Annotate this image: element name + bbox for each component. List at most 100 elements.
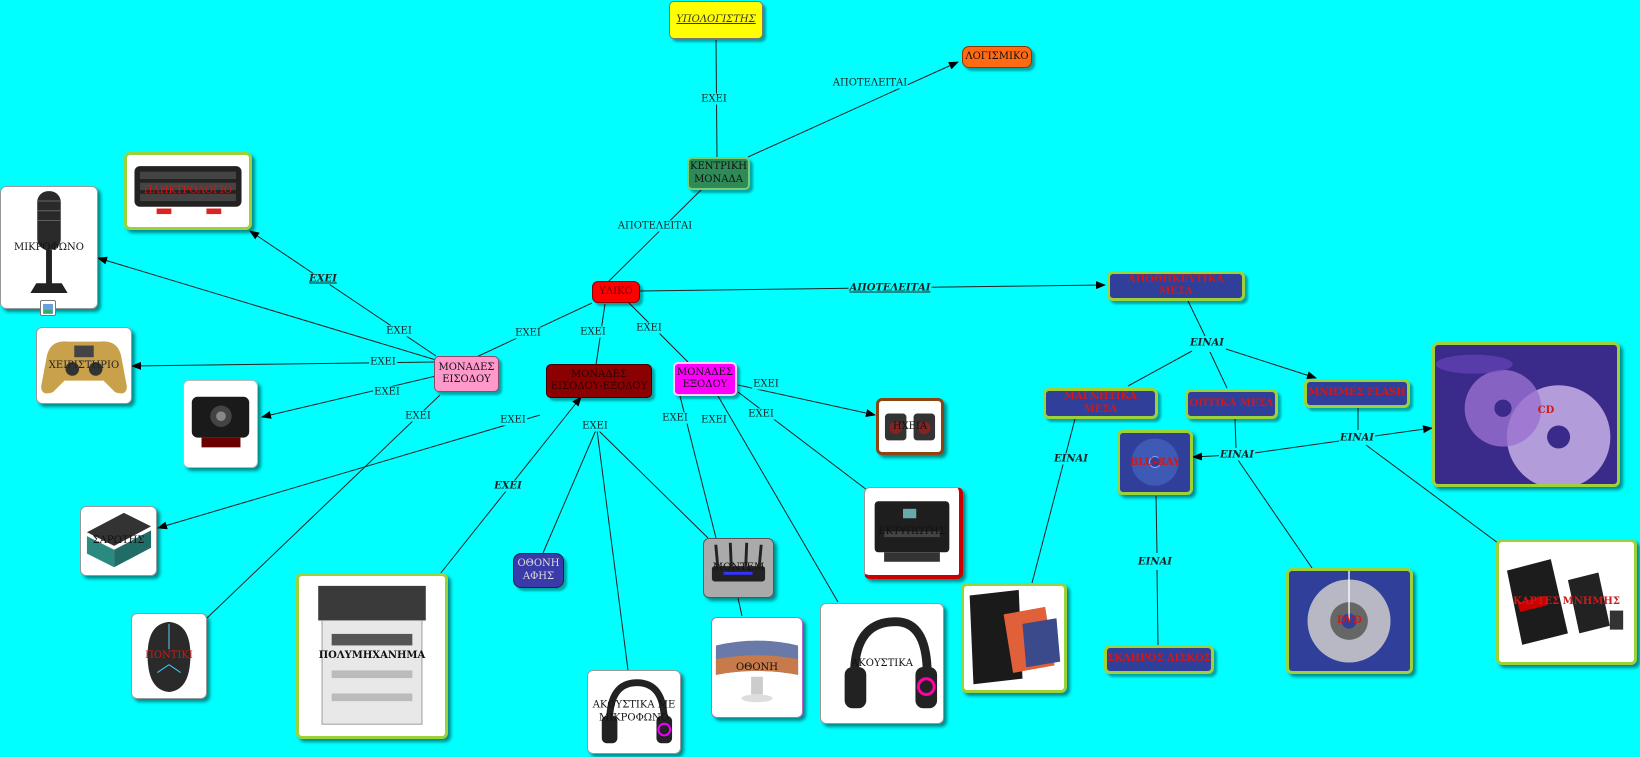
floppy-disk-icon [969,589,1061,685]
image-node-cd[interactable]: CD [1432,342,1620,487]
headset-icon [601,679,673,744]
node-touch-screen-label: ΟΘΟΝΗ ΑΦΗΣ [517,558,560,582]
image-node-dvd[interactable]: DVD [1286,568,1413,674]
image-node-monitor[interactable]: ΟΘΟΝΗ [711,617,803,718]
node-touch-screen[interactable]: ΟΘΟΝΗ ΑΦΗΣ [513,553,564,588]
edge-output-speakers [737,384,876,417]
bluray-disc-icon [1131,438,1179,486]
link-label-has: ΕΧΕΙ [369,356,397,368]
edge-optical-is [1234,418,1237,449]
edge-io-touchscreen [542,429,597,554]
image-node-speakers[interactable]: ΗΧΕΙΑ [876,398,944,455]
edge-bluray-harddisk [1156,569,1159,646]
image-node-headphones[interactable]: ΑΚΟΥΣΤΙΚΑ [820,603,944,724]
edge-is-optical [1209,351,1228,389]
link-label-is: ΕΙΝΑΙ [1137,556,1173,568]
printer-icon [874,501,950,562]
link-label-has: ΕΧΕΙ [700,414,728,426]
node-magnetic-media[interactable]: ΜΑΓΝΗΤΙΚΑ ΜΕΣΑ [1043,388,1158,419]
edge-input-microphone [97,256,437,361]
image-node-bluray[interactable]: BLU-RAY [1117,430,1193,495]
node-flash-memory-label: ΜΝΗΜΕΣ FLASH [1308,387,1406,399]
edge-storage-is [1187,300,1206,337]
edge-central-hardware [607,187,704,283]
image-node-headset-mic[interactable]: ΑΚΟΥΣΤΙΚΑ ΜΕ ΜΙΚΡΟΦΩΝΟ [587,670,681,754]
node-storage-media[interactable]: ΑΠΟΘΗΚΕΥΤΙΚΑ ΜΕΣΑ [1107,271,1245,301]
image-node-webcam[interactable] [183,380,258,468]
node-output-units[interactable]: ΜΟΝΑΔΕΣ ΕΞΟΔΟΥ [673,362,737,396]
link-label-consists-of: ΑΠΟΤΕΛΕΙΤΑΙ [616,220,694,232]
node-output-units-label: ΜΟΝΑΔΕΣ ΕΞΟΔΟΥ [676,366,733,391]
image-node-microphone[interactable]: ΜΙΚΡΟΦΩΝΟ [0,186,98,309]
bluray-caption: BLU-RAY [1129,456,1181,468]
memory-cards-caption: ΚΑΡΤΕΣ ΜΝΗΜΗΣ [1513,595,1620,607]
headphones-icon [844,617,938,709]
image-node-modem[interactable]: ΜΟΝΤΕΜ [703,538,774,598]
edge-optical-cd [1239,425,1433,456]
speakers-icon [884,413,936,441]
link-label-is: ΕΙΝΑΙ [1339,432,1375,444]
link-label-is: ΕΙΝΑΙ [1189,337,1225,349]
edge-flash-cards [1365,444,1499,544]
keyboard-icon [134,166,242,215]
router-icon [711,542,766,582]
node-io-units-label: ΜΟΝΑΔΕΣ ΕΙΣΟΔΟΥ-ΕΞΟΔΟΥ [550,368,648,393]
image-node-printer[interactable]: ΕΚΤΥΠΩΤΗΣ [864,487,963,579]
link-label-consists-of: ΑΠΟΤΕΛΕΙΤΑΙ [831,77,909,89]
node-central-unit[interactable]: ΚΕΝΤΡΙΚΗ ΜΟΝΑΔΑ [687,157,750,190]
link-label-has: ΕΧΕΙ [493,480,523,492]
image-node-keyboard[interactable]: ΠΛΗΚΤΡΟΛΟΓΙΟ [124,152,252,230]
image-node-multifunction[interactable]: ΠΟΛΥΜΗΧΑΝΗΜΑ [296,573,448,739]
link-label-consists-of: ΑΠΟΤΕΛΕΙΤΑΙ [848,282,932,294]
edge-io-modem [597,429,709,539]
scanner-caption: ΣΑΡΩΤΗΣ [92,534,145,546]
node-input-units-label: ΜΟΝΑΔΕΣ ΕΙΣΟΔΟΥ [438,361,495,386]
image-node-joystick[interactable]: ΧΕΙΡΙΣΤΗΡΙΟ [36,327,132,404]
image-node-mouse[interactable]: ΠΟΝΤΙΚΙ [131,613,207,699]
link-label-has: ΕΧΕΙ [308,273,338,285]
cd-disc-icon [1435,354,1611,484]
multifunction-printer-icon [318,585,426,725]
image-node-scanner[interactable]: ΣΑΡΩΤΗΣ [80,506,157,576]
mouse-icon [147,621,191,693]
node-storage-media-label: ΑΠΟΘΗΚΕΥΤΙΚΑ ΜΕΣΑ [1127,273,1225,298]
node-hardware[interactable]: ΥΛΙΚΟ [592,281,640,303]
gamepad-icon [41,341,127,394]
edge-input-mouse [206,394,441,619]
mouse-caption: ΠΟΝΤΙΚΙ [145,649,193,661]
link-label-has: ΕΧΕΙ [579,326,607,338]
node-central-unit-label: ΚΕΝΤΡΙΚΗ ΜΟΝΑΔΑ [689,161,748,185]
node-optical-media-label: ΟΠΤΙΚΑ ΜΕΣΑ [1189,397,1274,409]
node-magnetic-media-label: ΜΑΓΝΗΤΙΚΑ ΜΕΣΑ [1063,391,1138,415]
node-hard-disk-label: ΣΚΛΗΡΟΣ ΔΙΣΚΟΣ [1107,653,1211,665]
headphones-caption: ΑΚΟΥΣΤΙΚΑ [851,657,913,669]
attachment-icon[interactable] [40,300,56,316]
image-node-floppy[interactable] [961,583,1067,693]
node-io-units[interactable]: ΜΟΝΑΔΕΣ ΕΙΣΟΔΟΥ-ΕΞΟΔΟΥ [546,364,652,398]
modem-caption: ΜΟΝΤΕΜ [712,561,765,573]
edge-io-headsetmic [596,429,629,671]
node-flash-memory[interactable]: ΜΝΗΜΕΣ FLASH [1304,379,1410,408]
node-input-units[interactable]: ΜΟΝΑΔΕΣ ΕΙΣΟΔΟΥ [434,356,499,392]
link-label-is: ΕΙΝΑΙ [1219,449,1255,461]
link-label-has: ΕΧΕΙ [404,410,432,422]
image-attachment-icon [43,304,53,314]
image-node-memory-cards[interactable]: ΚΑΡΤΕΣ ΜΝΗΜΗΣ [1496,539,1637,665]
link-label-has: ΕΧΕΙ [581,420,609,432]
node-hard-disk[interactable]: ΣΚΛΗΡΟΣ ΔΙΣΚΟΣ [1104,645,1214,674]
monitor-icon [715,640,799,703]
node-computer[interactable]: ΥΠΟΛΟΓΙΣΤΗΣ [669,1,763,39]
dvd-disc-icon [1307,571,1391,663]
edge-modem-monitor [737,597,743,617]
multifunction-caption: ΠΟΛΥΜΗΧΑΝΗΜΑ [318,649,426,661]
link-label-has: ΕΧΕΙ [747,408,775,420]
link-label-has: ΕΧΕΙ [700,93,728,105]
node-software[interactable]: ΛΟΓΙΣΜΙΚΟ [962,46,1032,68]
link-label-has: ΕΧΕΙ [661,412,689,424]
speakers-caption: ΗΧΕΙΑ [892,420,928,432]
node-optical-media[interactable]: ΟΠΤΙΚΑ ΜΕΣΑ [1185,389,1278,419]
microphone-icon [30,191,68,294]
edge-is-magnetic [1127,350,1193,387]
keyboard-caption: ΠΛΗΚΤΡΟΛΟΓΙΟ [143,184,233,196]
